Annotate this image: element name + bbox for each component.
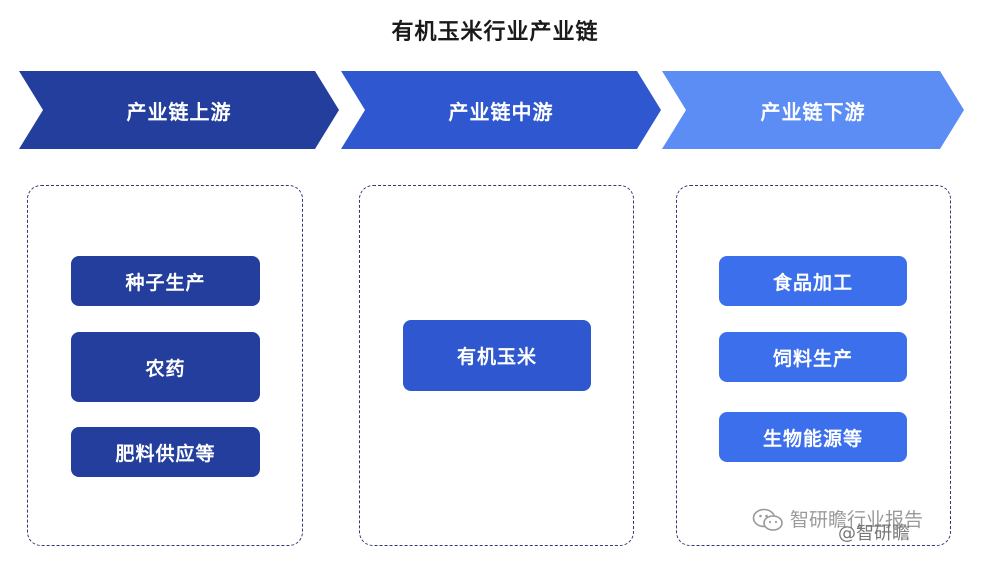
diagram-title: 有机玉米行业产业链 (391, 20, 599, 45)
downstream-item-food-processing: 食品加工 (719, 256, 907, 306)
upstream-item-fertilizer-supply: 肥料供应等 (71, 427, 260, 477)
watermark-handle: @智研瞻 (838, 523, 910, 544)
chevron-downstream-label: 产业链下游 (760, 99, 866, 124)
upstream-item-pesticide: 农药 (71, 332, 260, 402)
downstream-item-feed-production: 饲料生产 (719, 332, 907, 382)
midstream-panel (359, 185, 634, 546)
chevron-midstream: 产业链中游 (341, 71, 661, 149)
chevron-upstream: 产业链上游 (19, 71, 339, 149)
chevron-upstream-label: 产业链上游 (126, 99, 232, 124)
downstream-panel (676, 185, 951, 546)
wechat-icon (752, 508, 783, 531)
upstream-item-seed-production: 种子生产 (71, 256, 260, 306)
chevron-midstream-label: 产业链中游 (448, 99, 554, 124)
chevron-downstream: 产业链下游 (662, 71, 964, 149)
upstream-panel (27, 185, 303, 546)
watermark: 智研瞻行业报告 @智研瞻 (752, 505, 982, 549)
downstream-item-bioenergy: 生物能源等 (719, 412, 907, 462)
watermark-account-name: 智研瞻行业报告 (790, 509, 924, 531)
midstream-item-organic-corn: 有机玉米 (403, 320, 591, 391)
